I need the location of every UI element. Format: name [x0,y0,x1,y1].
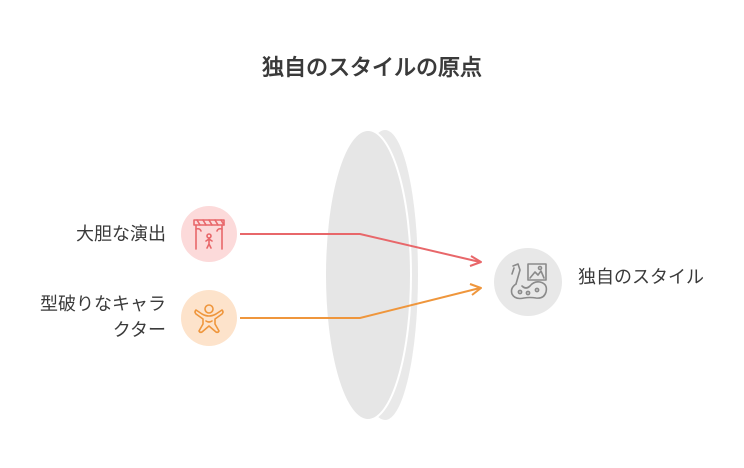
connector-2 [240,283,482,319]
output-icon-circle [494,248,562,316]
stage-icon [193,219,225,250]
connector-1 [240,233,482,267]
output-label-unique-style: 独自のスタイル [578,267,704,288]
art-palette-icon [510,263,548,300]
character-icon [194,304,224,334]
input-icon-circle-2 [181,290,237,346]
input-label-bold-staging: 大胆な演出 [76,224,166,245]
lens [324,129,418,421]
input-icon-circle-1 [181,206,237,262]
input-label-unconventional-character: 型破りなキャラ クター [40,294,166,341]
page-title: 独自のスタイルの原点 [261,56,482,81]
